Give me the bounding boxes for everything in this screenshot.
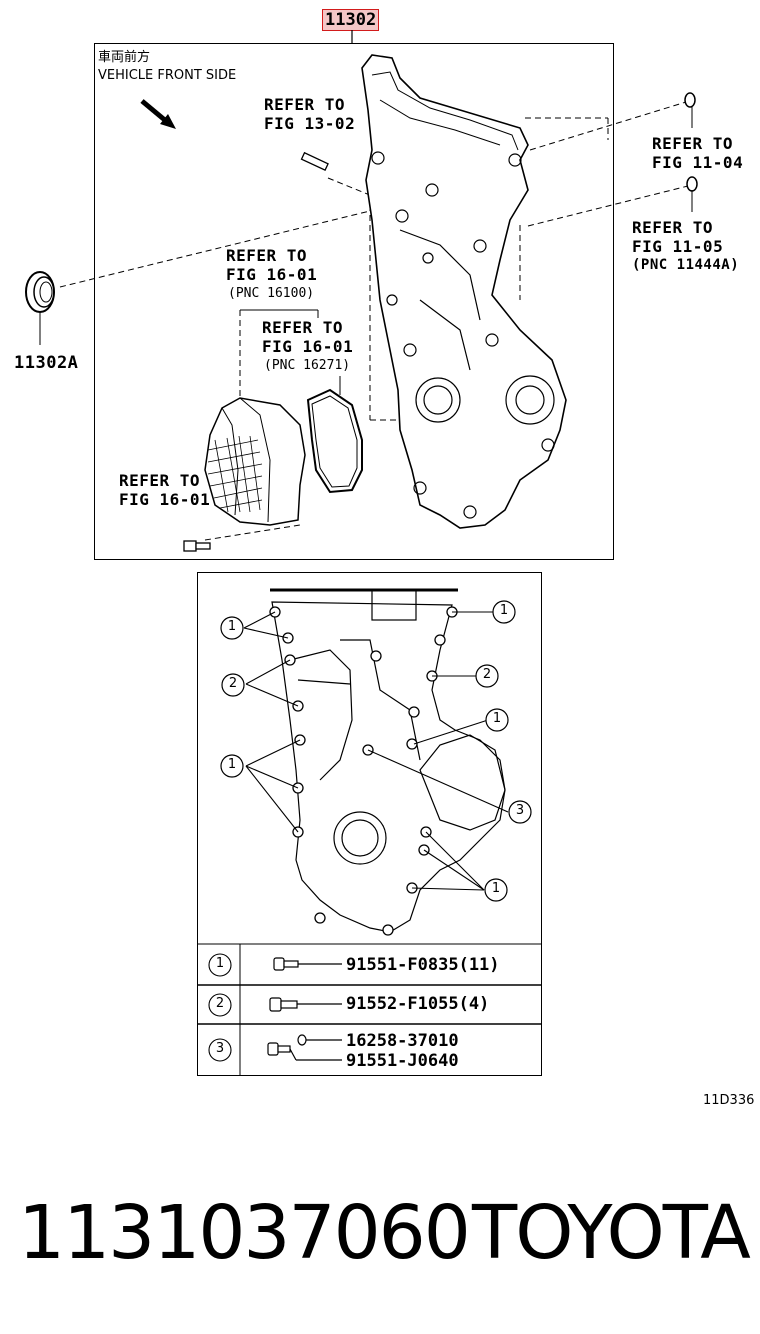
ref-11-05-line1[interactable]: REFER TO (632, 218, 714, 237)
ref-13-02-line2[interactable]: FIG 13-02 (264, 114, 356, 133)
ref-16-01-c-line1[interactable]: REFER TO (119, 471, 201, 490)
ref-13-02-line1[interactable]: REFER TO (264, 95, 346, 114)
ref-11-05-line2[interactable]: FIG 11-05 (632, 237, 724, 256)
callout-bubble: 2 (482, 667, 492, 682)
callout-bubble: 1 (491, 881, 501, 896)
ref-16-01-a-line1[interactable]: REFER TO (226, 246, 308, 265)
front-arrow-icon (140, 99, 176, 129)
table-key: 3 (215, 1041, 225, 1056)
part-group-number: 11302 (322, 9, 380, 31)
part-number-link[interactable]: 91552-F1055(4) (346, 994, 490, 1014)
ref-16-01-a-pnc: (PNC 16100) (228, 286, 315, 301)
bolt-location-frame (197, 572, 542, 1076)
table-key: 2 (215, 996, 225, 1011)
timing-cover-drawing (361, 54, 567, 529)
ref-16-01-c-line2[interactable]: FIG 16-01 (119, 490, 211, 509)
exploded-view-frame (94, 43, 614, 560)
part-number-link[interactable]: 16258-37010 (346, 1031, 459, 1051)
orientation-en: VEHICLE FRONT SIDE (98, 68, 237, 83)
callout-bubble: 2 (228, 676, 238, 691)
ref-16-01-b-line1[interactable]: REFER TO (262, 318, 344, 337)
oil-seal-label[interactable]: 11302A (14, 353, 79, 373)
callout-bubble: 1 (227, 757, 237, 772)
ref-11-04-line1[interactable]: REFER TO (652, 134, 734, 153)
ref-16-01-b-line2[interactable]: FIG 16-01 (262, 337, 354, 356)
callout-bubble: 1 (227, 619, 237, 634)
orientation-jp: 車両前方 (98, 50, 151, 65)
part-number-link[interactable]: 91551-J0640 (346, 1051, 459, 1071)
table-key: 1 (215, 956, 225, 971)
water-pump-drawing (204, 397, 306, 526)
callout-bubble: 1 (492, 711, 502, 726)
part-number-link[interactable]: 91551-F0835(11) (346, 955, 500, 975)
callout-bubble: 1 (499, 603, 509, 618)
footer-brand: TOYOTA (472, 1190, 751, 1276)
callout-bubble: 3 (515, 803, 525, 818)
oil-seal-drawing (25, 271, 55, 313)
ref-16-01-a-line2[interactable]: FIG 16-01 (226, 265, 318, 284)
ref-11-04-line2[interactable]: FIG 11-04 (652, 153, 744, 172)
ref-16-01-b-pnc: (PNC 16271) (264, 358, 351, 373)
ref-11-05-pnc: (PNC 11444A) (632, 257, 740, 273)
footer-part-number: 1131037060 (18, 1190, 471, 1276)
figure-code: 11D336 (703, 1093, 755, 1108)
